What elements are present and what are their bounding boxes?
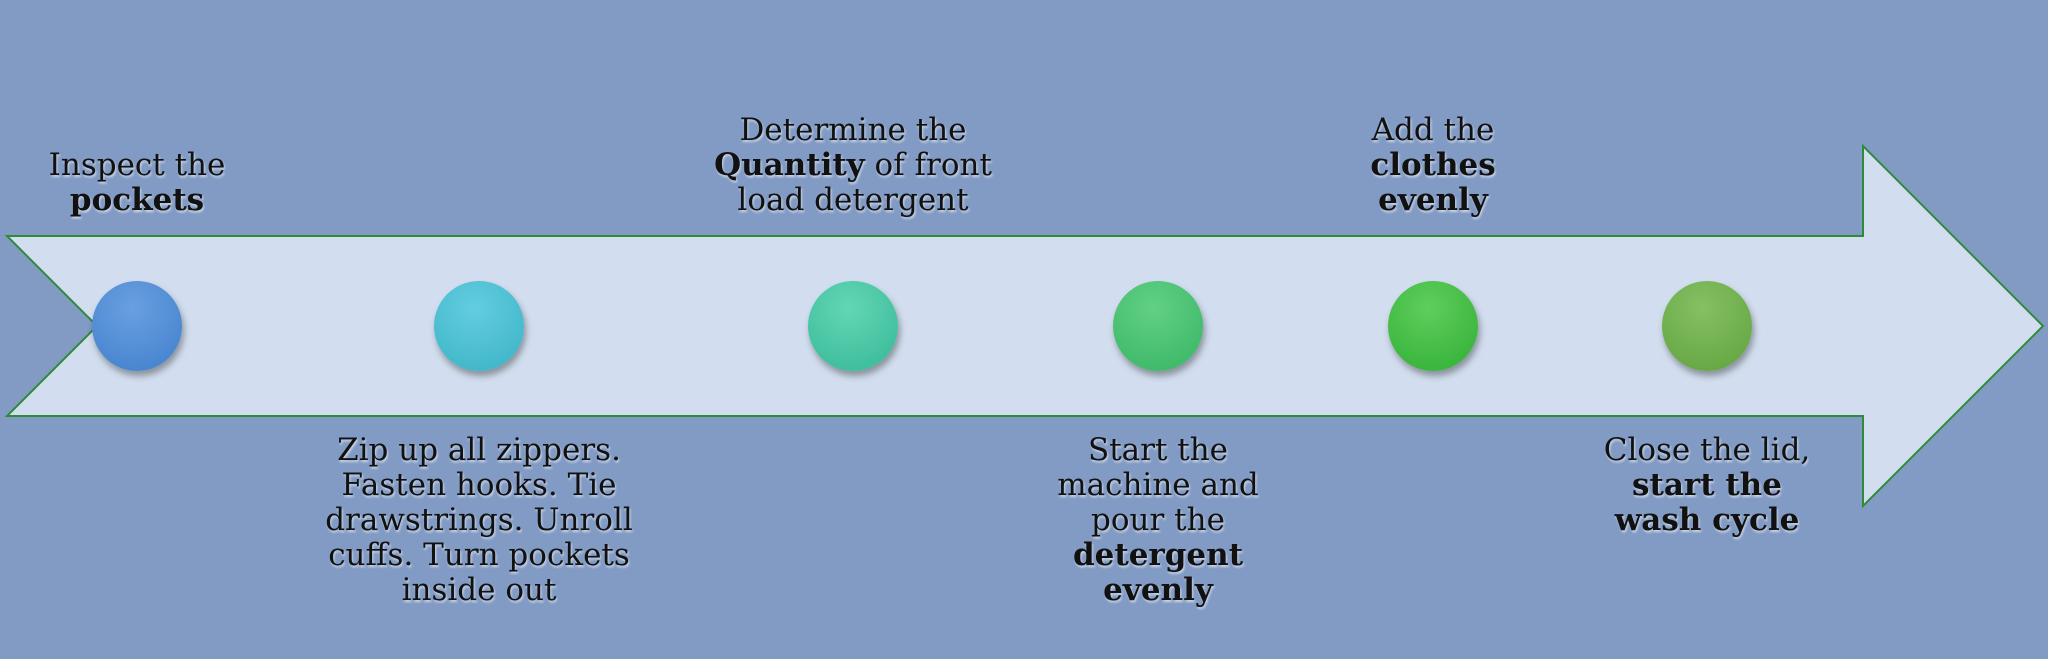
step-text-determine-quantity-3: of front xyxy=(864,147,992,183)
step-text-start-machine-0: Start the xyxy=(1087,432,1229,468)
step-text-close-lid-0: Close the lid, xyxy=(1603,432,1811,468)
step-text-add-clothes-2: clothes xyxy=(1370,147,1496,183)
arrow-shape xyxy=(4,143,2045,509)
step-text-inspect-pockets-0: Inspect the xyxy=(48,147,226,183)
step-text-determine-quantity-2: Quantity xyxy=(714,147,865,183)
step-text-zip-up-0: Zip up all zippers. xyxy=(337,432,621,468)
step-text-determine-quantity-0: Determine the xyxy=(739,112,967,148)
step-text-add-clothes-4: evenly xyxy=(1378,182,1488,218)
step-text-add-clothes-0: Add the xyxy=(1371,112,1495,148)
step-text-close-lid-2: start the xyxy=(1632,467,1782,503)
step-text-zip-up-2: Fasten hooks. Tie xyxy=(341,467,617,503)
step-text-inspect-pockets-2: pockets xyxy=(69,182,205,218)
step-text-start-machine-4: pour the xyxy=(1091,502,1225,538)
step-text-start-machine-2: machine and xyxy=(1057,467,1259,503)
step-text-start-machine-6: detergent xyxy=(1072,537,1244,573)
step-circle-close-lid xyxy=(1662,281,1752,371)
step-text-zip-up-8: inside out xyxy=(401,572,557,608)
step-circle-inspect-pockets xyxy=(92,281,182,371)
step-circle-add-clothes xyxy=(1388,281,1478,371)
step-text-start-machine-8: evenly xyxy=(1103,572,1213,608)
step-circle-start-machine xyxy=(1113,281,1203,371)
step-text-determine-quantity-5: load detergent xyxy=(737,182,969,218)
step-text-zip-up-6: cuffs. Turn pockets xyxy=(328,537,630,573)
step-circle-determine-quantity xyxy=(808,281,898,371)
step-circle-zip-up xyxy=(434,281,524,371)
step-text-close-lid-4: wash cycle xyxy=(1614,502,1800,538)
step-text-zip-up-4: drawstrings. Unroll xyxy=(325,502,633,538)
